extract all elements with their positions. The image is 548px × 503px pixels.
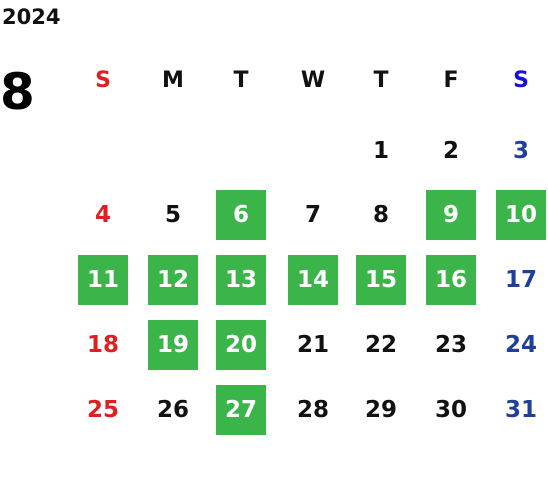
day-cell-9[interactable]: 9 [426, 190, 476, 240]
year-label: 2024 [2, 5, 61, 29]
day-cell-19[interactable]: 19 [148, 320, 198, 370]
day-cell-2[interactable]: 2 [442, 138, 459, 164]
day-cell-22[interactable]: 22 [364, 332, 397, 358]
weekday-header-mon: M [162, 68, 184, 93]
day-cell-23[interactable]: 23 [434, 332, 467, 358]
day-cell-25[interactable]: 25 [86, 397, 119, 423]
day-cell-15[interactable]: 15 [356, 255, 406, 305]
day-cell-24[interactable]: 24 [504, 332, 537, 358]
weekday-header-fri: F [443, 68, 459, 93]
month-label: 8 [0, 63, 35, 121]
day-cell-7[interactable]: 7 [304, 202, 321, 228]
day-cell-12[interactable]: 12 [148, 255, 198, 305]
day-cell-14[interactable]: 14 [288, 255, 338, 305]
day-cell-13[interactable]: 13 [216, 255, 266, 305]
day-cell-27[interactable]: 27 [216, 385, 266, 435]
day-cell-16[interactable]: 16 [426, 255, 476, 305]
day-cell-8[interactable]: 8 [372, 202, 389, 228]
day-cell-17[interactable]: 17 [504, 267, 537, 293]
day-cell-5[interactable]: 5 [164, 202, 181, 228]
day-cell-31[interactable]: 31 [504, 397, 537, 423]
day-cell-30[interactable]: 30 [434, 397, 467, 423]
day-cell-1[interactable]: 1 [372, 138, 389, 164]
day-cell-6[interactable]: 6 [216, 190, 266, 240]
day-cell-26[interactable]: 26 [156, 397, 189, 423]
day-cell-28[interactable]: 28 [296, 397, 329, 423]
day-cell-11[interactable]: 11 [78, 255, 128, 305]
weekday-header-sat: S [513, 68, 529, 93]
day-cell-3[interactable]: 3 [512, 138, 529, 164]
day-cell-10[interactable]: 10 [496, 190, 546, 240]
day-cell-20[interactable]: 20 [216, 320, 266, 370]
day-cell-18[interactable]: 18 [86, 332, 119, 358]
weekday-header-thu: T [373, 68, 389, 93]
weekday-header-wed: W [300, 68, 326, 93]
weekday-header-sun: S [95, 68, 111, 93]
weekday-header-tue: T [233, 68, 249, 93]
day-cell-21[interactable]: 21 [296, 332, 329, 358]
day-cell-29[interactable]: 29 [364, 397, 397, 423]
day-cell-4[interactable]: 4 [94, 202, 111, 228]
